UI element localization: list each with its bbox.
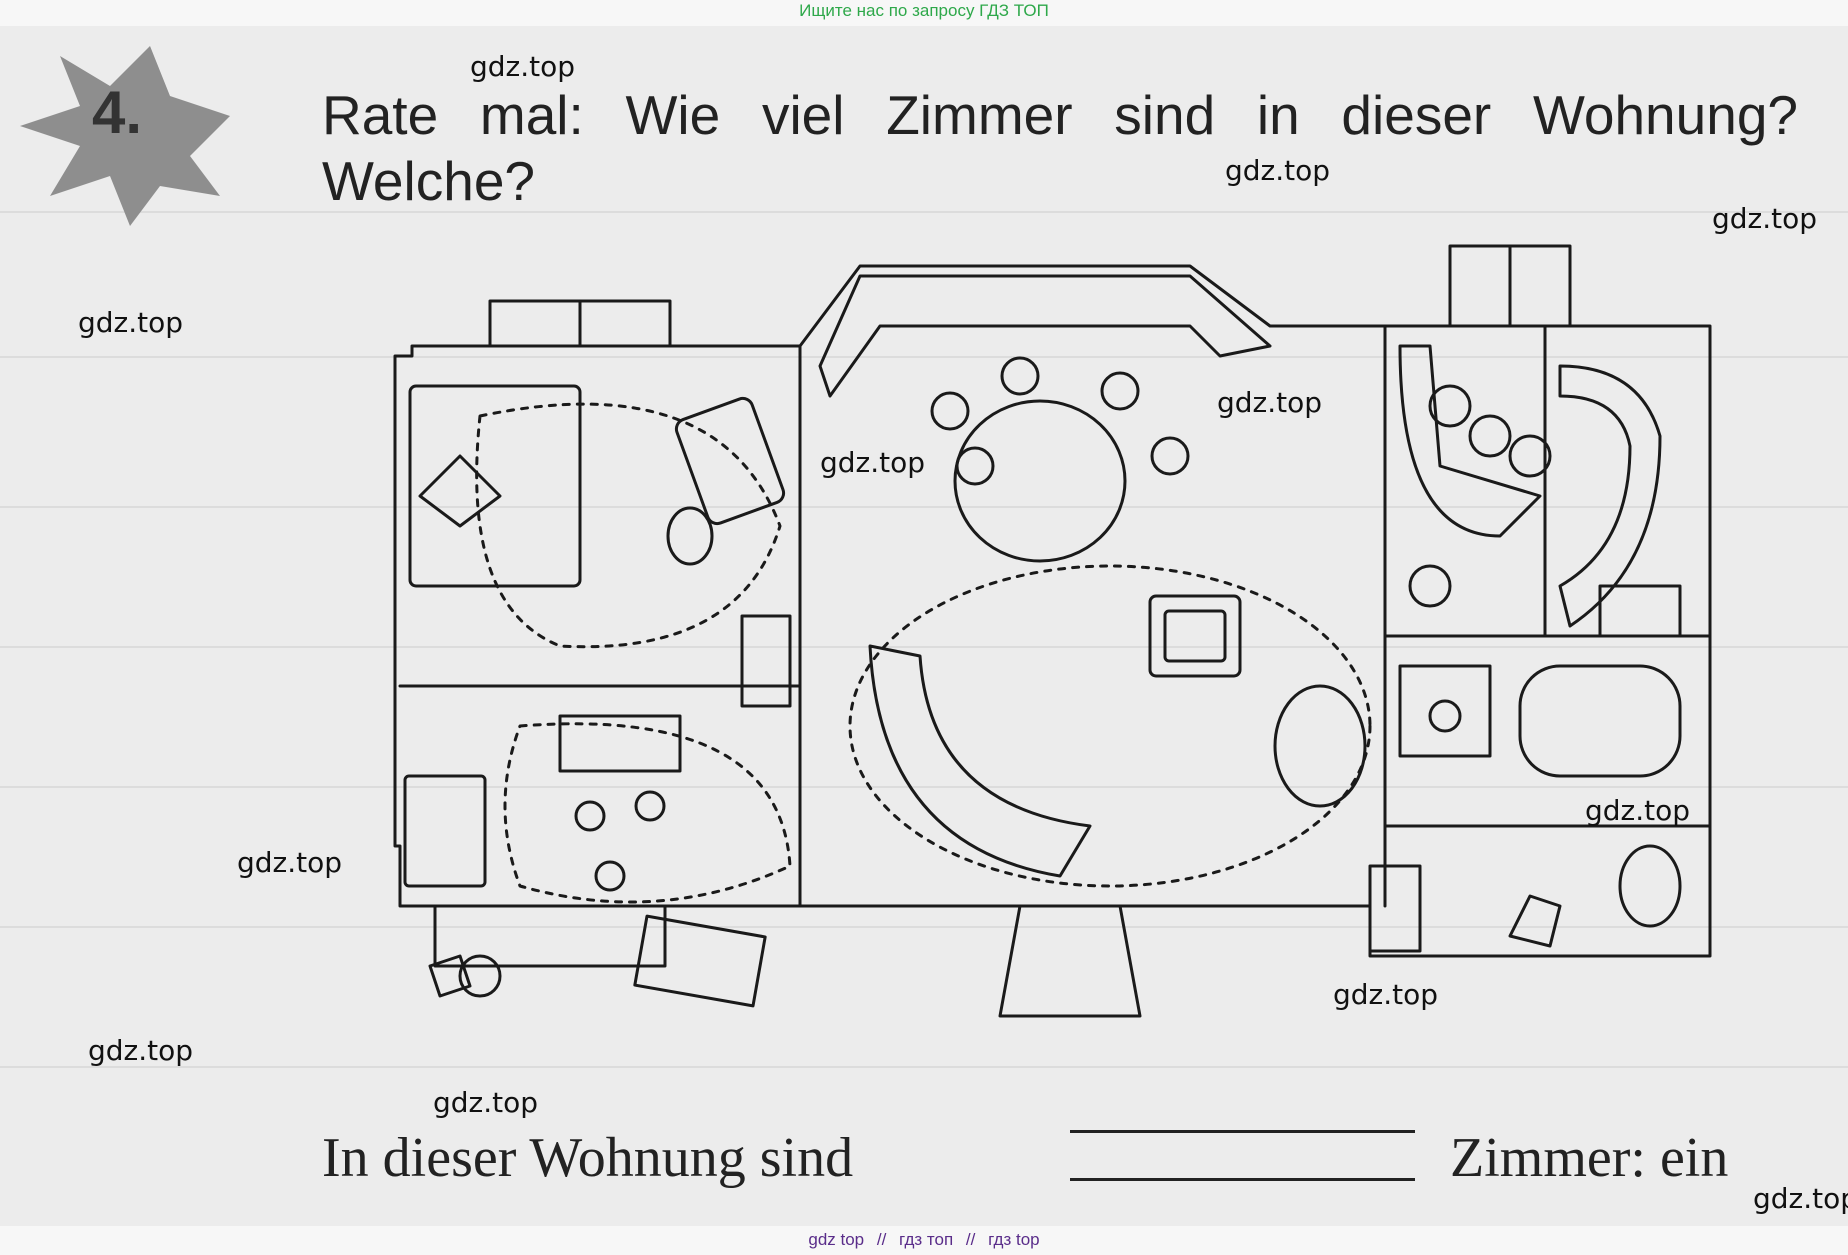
ghost-line: [0, 356, 1848, 358]
separator: //: [876, 1230, 887, 1249]
rug: [503, 722, 792, 904]
counter: [1398, 344, 1542, 538]
watermark: gdz.top: [1712, 202, 1818, 235]
dining-table: [953, 399, 1127, 563]
floor-plan-illustration: [20, 46, 1712, 1018]
toilet: [1618, 844, 1682, 928]
ghost-line: [0, 646, 1848, 648]
watermark: gdz.top: [88, 1034, 194, 1067]
sofa: [408, 384, 582, 588]
textbook-page: 4. Rate mal: Wie viel Zimmer sind in die…: [0, 26, 1848, 1226]
outer-wall: [393, 264, 1712, 958]
answer-blank[interactable]: [1070, 1178, 1415, 1181]
watermark: gdz.top: [433, 1086, 539, 1119]
watermark: gdz.top: [820, 446, 926, 479]
bench: [818, 274, 1272, 398]
watermark: gdz.top: [470, 50, 576, 83]
window: [433, 904, 667, 968]
watermark: gdz.top: [1333, 978, 1439, 1011]
sink: [1398, 664, 1492, 758]
kitchen-counter: [1558, 364, 1662, 628]
sofa: [868, 644, 1092, 878]
armchair: [1273, 684, 1367, 808]
task-text: Rate mal: Wie viel Zimmer sind in dieser…: [322, 84, 1798, 212]
watermark: gdz.top: [237, 846, 343, 879]
rug: [848, 564, 1372, 888]
door: [1368, 864, 1422, 953]
ghost-line: [0, 926, 1848, 928]
ghost-line: [0, 506, 1848, 508]
watermark: gdz.top: [1753, 1182, 1848, 1215]
watermark: gdz.top: [1585, 794, 1691, 827]
ghost-line: [0, 211, 1848, 213]
rug: [475, 402, 782, 649]
link-gdz-top[interactable]: gdz top: [808, 1230, 865, 1249]
bed: [633, 914, 767, 1008]
ghost-line: [0, 786, 1848, 788]
answer-blank-top[interactable]: [1070, 1130, 1415, 1133]
top-link[interactable]: Ищите нас по запросу ГДЗ ТОП: [0, 0, 1848, 26]
bottom-links: gdz top // гдз топ // гдз top: [0, 1226, 1848, 1255]
desk: [558, 714, 682, 773]
balcony: [998, 904, 1142, 1018]
bed: [403, 774, 487, 888]
bathtub: [1518, 664, 1682, 778]
armchair: [674, 396, 786, 526]
sentence-start: In dieser Wohnung sind: [322, 1127, 854, 1189]
exercise-number: 4.: [92, 79, 143, 146]
watermark: gdz.top: [1217, 386, 1323, 419]
separator: //: [965, 1230, 976, 1249]
watermark: gdz.top: [78, 306, 184, 339]
ink-blot-icon: [20, 46, 230, 226]
watermark: gdz.top: [1225, 154, 1331, 187]
window-small: [740, 614, 792, 708]
link-gdz-top-ru[interactable]: гдз топ: [899, 1230, 954, 1249]
tv: [1148, 594, 1242, 678]
ghost-line: [0, 1066, 1848, 1068]
sentence-end: Zimmer: ein: [1450, 1127, 1729, 1189]
link-gdz-top-mixed[interactable]: гдз top: [988, 1230, 1040, 1249]
